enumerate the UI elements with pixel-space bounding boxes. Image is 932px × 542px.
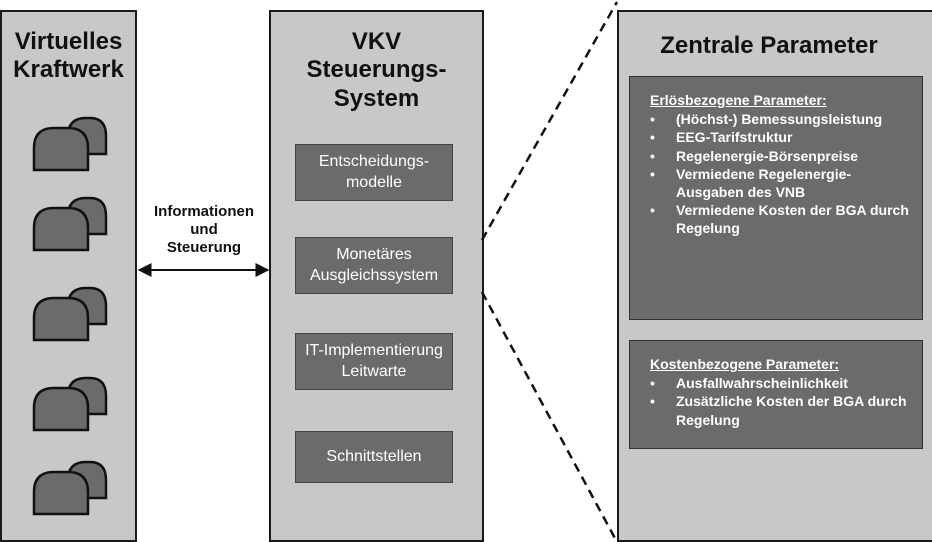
box-line: Entscheidungs- xyxy=(318,152,430,170)
title-line: VKV xyxy=(351,28,402,55)
title-line: System xyxy=(333,84,420,112)
virtual-power-plant-panel: Virtuelles Kraftwerk xyxy=(0,10,137,542)
cost-parameters-list: Ausfallwahrscheinlichkeit Zusätzliche Ko… xyxy=(650,374,914,429)
power-plant-icon xyxy=(32,376,108,432)
revenue-parameters-box: Erlösbezogene Parameter: (Höchst-) Bemes… xyxy=(629,76,923,320)
list-item: EEG-Tarifstruktur xyxy=(650,128,914,146)
revenue-parameters-list: (Höchst-) Bemessungsleistung EEG-Tarifst… xyxy=(650,110,914,237)
list-item: Vermiedene Kosten der BGA durch Regelung xyxy=(650,201,914,237)
box-line: Ausgleichssystem xyxy=(309,266,439,284)
it-implementation-box: IT-Implementierung Leitwarte xyxy=(295,333,453,390)
virtual-power-plant-title: Virtuelles Kraftwerk xyxy=(2,28,135,85)
interfaces-box: Schnittstellen xyxy=(295,431,453,483)
cost-parameters-heading: Kostenbezogene Parameter: xyxy=(650,356,840,372)
list-item: Ausfallwahrscheinlichkeit xyxy=(650,374,914,392)
list-item: Zusätzliche Kosten der BGA durch Regelun… xyxy=(650,392,914,428)
power-plant-icon xyxy=(32,196,108,252)
box-line: IT-Implementierung xyxy=(305,341,443,359)
central-parameters-title: Zentrale Parameter xyxy=(660,32,878,59)
label-line: Informationen xyxy=(154,203,254,220)
zoom-line-bottom xyxy=(480,291,619,542)
title-line: Kraftwerk xyxy=(13,56,124,84)
control-system-title: VKV Steuerungs- System xyxy=(271,28,482,113)
power-plant-icon xyxy=(32,116,108,172)
box-line: Leitwarte xyxy=(341,362,407,380)
cost-parameters-box: Kostenbezogene Parameter: Ausfallwahrsch… xyxy=(629,340,923,449)
list-item: Vermiedene Regelenergie-Ausgaben des VNB xyxy=(650,165,914,201)
box-line: Schnittstellen xyxy=(326,447,422,465)
title-line: Virtuelles xyxy=(14,28,123,55)
revenue-parameters-heading: Erlösbezogene Parameter: xyxy=(650,92,827,108)
zoom-line-top xyxy=(480,1,619,241)
information-control-label: Informationen und Steuerung xyxy=(140,203,268,257)
decision-models-box: Entscheidungs- modelle xyxy=(295,144,453,201)
power-plant-icon xyxy=(32,286,108,342)
list-item: Regelenergie-Börsenpreise xyxy=(650,147,914,165)
list-item: (Höchst-) Bemessungsleistung xyxy=(650,110,914,128)
box-line: modelle xyxy=(345,173,402,191)
box-line: Monetäres xyxy=(336,245,412,263)
power-plant-icon xyxy=(32,460,108,516)
title-line: Steuerungs- xyxy=(306,56,447,84)
monetary-compensation-box: Monetäres Ausgleichssystem xyxy=(295,237,453,294)
label-line: und xyxy=(190,221,218,238)
label-line: Steuerung xyxy=(166,239,242,256)
